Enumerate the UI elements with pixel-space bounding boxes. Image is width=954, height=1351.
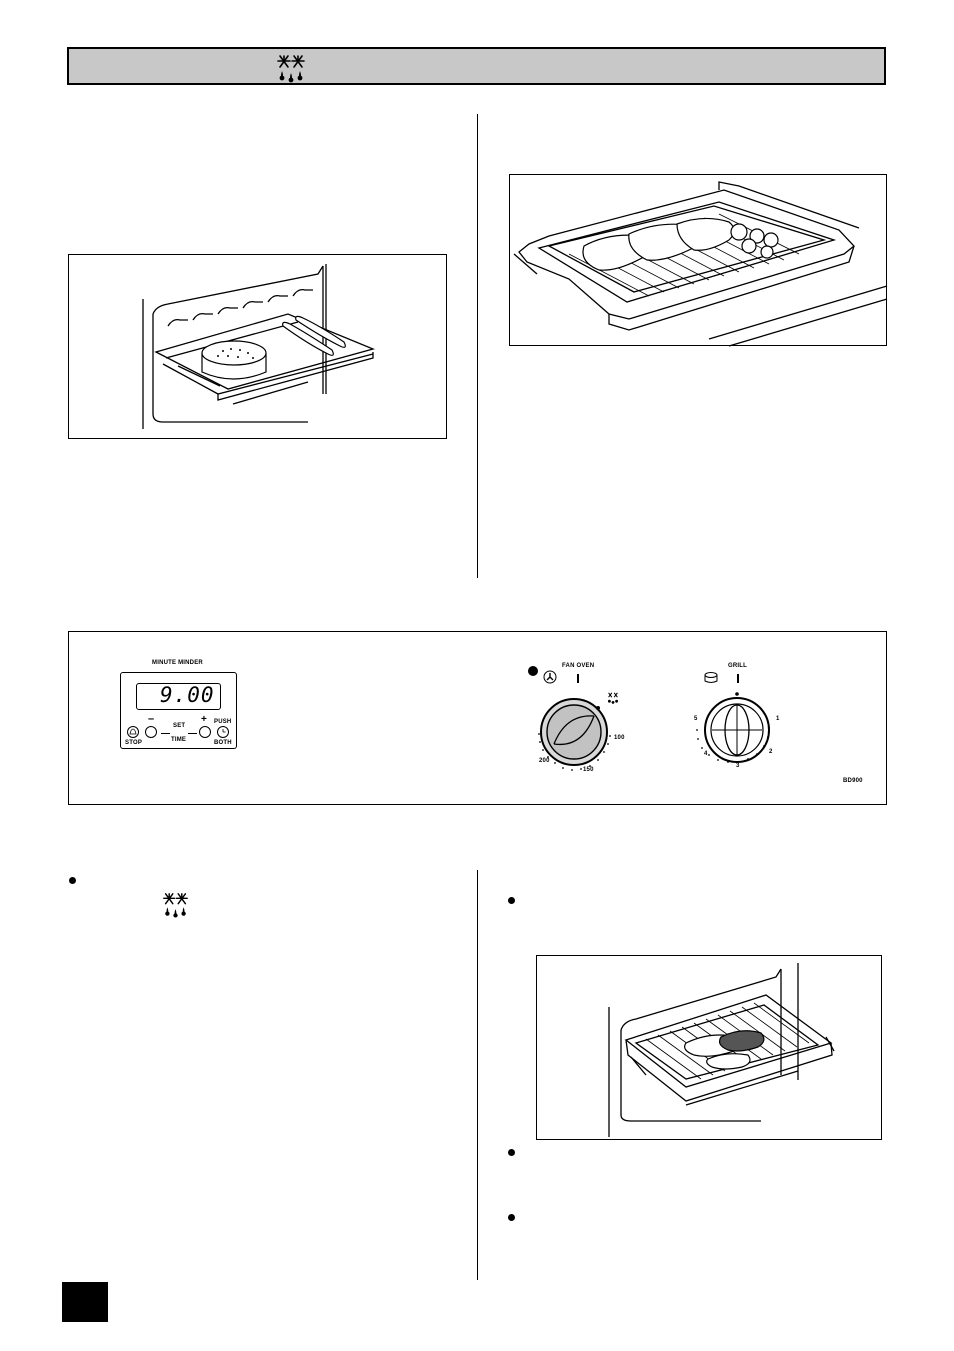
push-both-button[interactable] <box>217 726 229 738</box>
push-label: PUSH <box>214 719 232 725</box>
timer-display-frame <box>136 683 221 710</box>
cake-shelf-drawing <box>142 264 376 429</box>
fan-scale-200: 200 <box>539 758 550 764</box>
both-label: BOTH <box>214 740 232 746</box>
set-label: SET <box>173 723 186 729</box>
fan-oven-scale-ticks <box>538 733 611 771</box>
plus-label: + <box>201 714 207 725</box>
indicator-light <box>528 666 538 676</box>
grill-scale-4: 4 <box>704 751 708 757</box>
stop-label: STOP <box>125 740 143 746</box>
fan-oven-marker <box>577 674 579 683</box>
clock-icon <box>222 729 226 733</box>
minute-minder-title: MINUTE MINDER <box>152 660 203 666</box>
defrost-icon <box>608 692 618 704</box>
minute-minder-panel <box>120 672 237 749</box>
grill-pan-oven-drawing <box>608 963 835 1137</box>
fan-oven-knob[interactable] <box>536 692 616 772</box>
bullet-point <box>508 897 515 904</box>
defrost-icon <box>163 893 188 918</box>
bullet-point <box>508 1214 515 1221</box>
grill-scale-1: 1 <box>776 716 780 722</box>
bullet-point <box>69 877 76 884</box>
fan-scale-100: 100 <box>614 735 625 741</box>
section-header-bar <box>67 47 886 85</box>
set-time-line-right <box>188 733 197 734</box>
grill-scale-5: 5 <box>694 716 698 722</box>
minus-button[interactable] <box>145 726 157 738</box>
column-divider-top <box>477 114 478 578</box>
grill-pan-fish-drawing <box>513 181 888 347</box>
grill-marker <box>737 674 739 683</box>
grill-scale-3: 3 <box>736 763 740 769</box>
grill-scale-ticks <box>696 727 770 763</box>
grill-label: GRILL <box>728 663 747 669</box>
grill-icon <box>704 672 718 683</box>
defrost-icon <box>277 55 305 83</box>
column-divider-bottom <box>477 870 478 1280</box>
time-label: TIME <box>171 737 187 743</box>
bell-icon <box>129 728 137 735</box>
grill-knob[interactable] <box>700 692 780 772</box>
model-code: BD900 <box>843 778 863 784</box>
fan-icon <box>543 670 557 684</box>
plus-button[interactable] <box>199 726 211 738</box>
stop-button[interactable] <box>127 726 139 738</box>
set-time-line-left <box>161 733 170 734</box>
fan-scale-150: 150 <box>583 767 594 773</box>
minus-label: – <box>148 713 155 725</box>
timer-display: 9.00 <box>160 683 215 707</box>
grill-scale-2: 2 <box>769 749 773 755</box>
fan-oven-label: FAN OVEN <box>562 663 595 669</box>
page-number-block <box>62 1282 108 1322</box>
bullet-point <box>508 1149 515 1156</box>
